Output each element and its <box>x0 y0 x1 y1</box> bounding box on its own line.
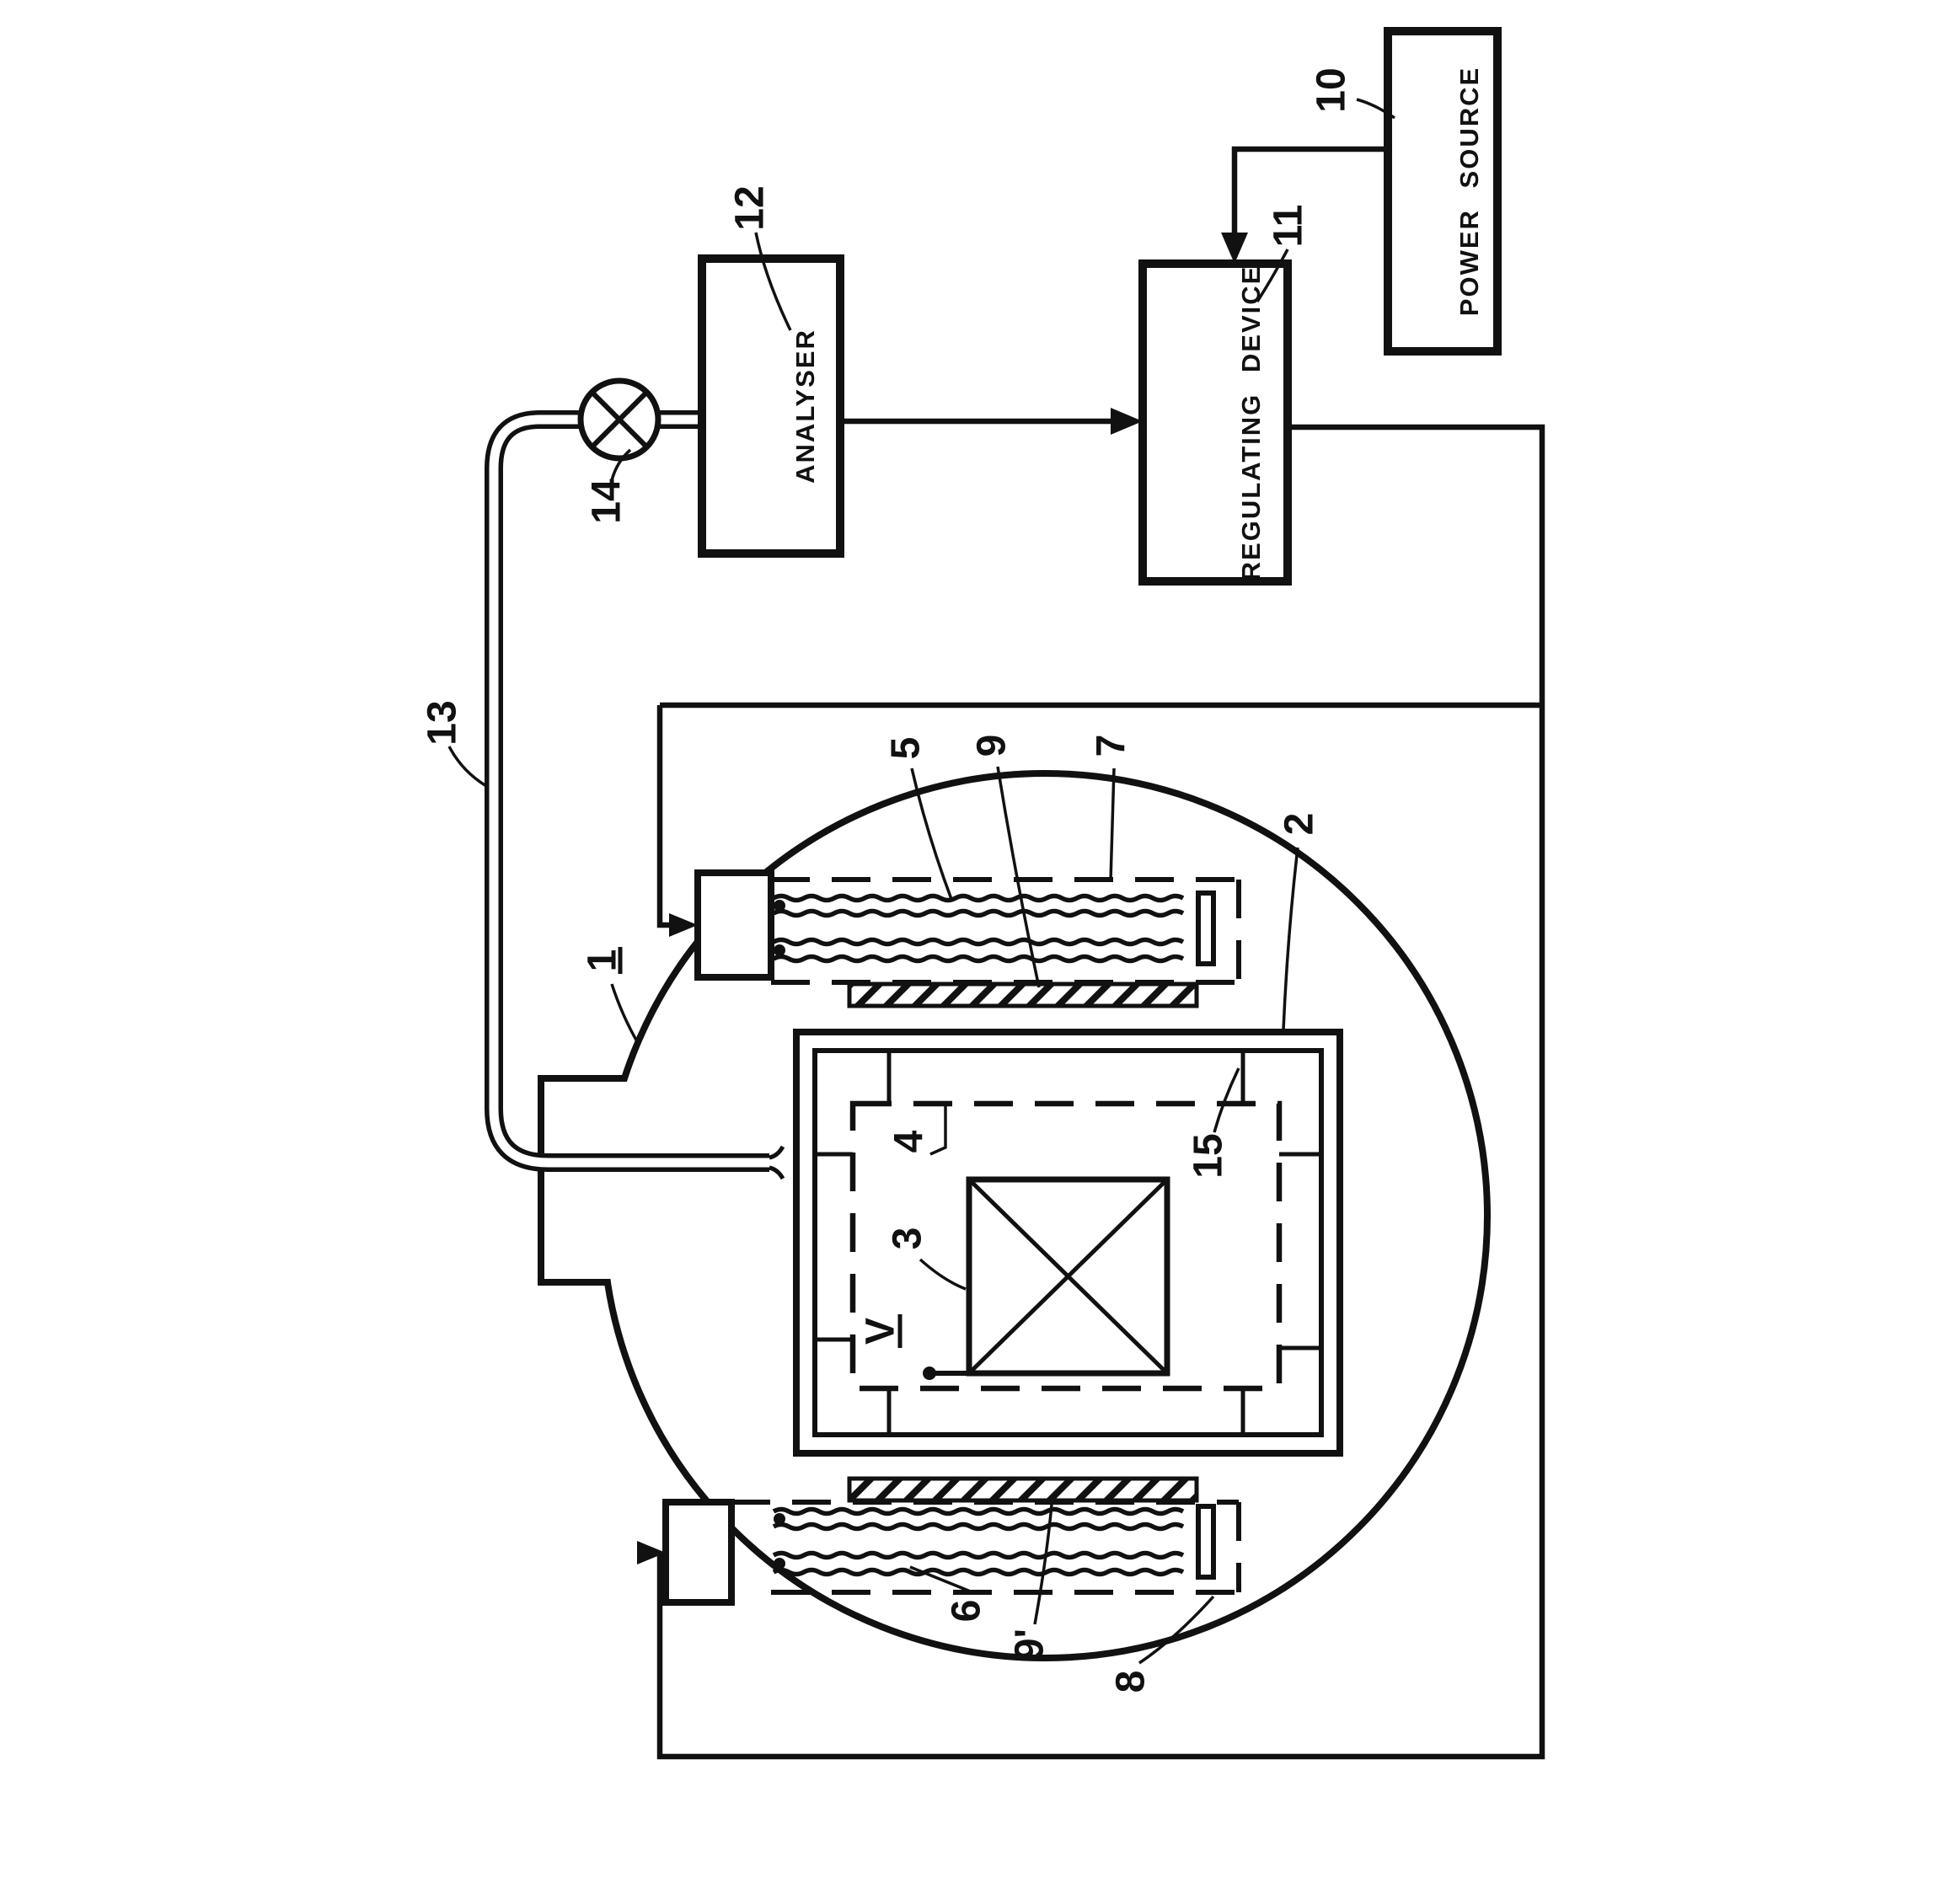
ref-13: 13 <box>420 700 465 745</box>
ref-1: 1 <box>581 949 625 972</box>
leader-6 <box>909 1565 973 1594</box>
ref-12: 12 <box>728 185 773 230</box>
leader-15 <box>1213 1067 1240 1133</box>
arrowhead-into-top-electrode <box>669 913 698 937</box>
leader-8 <box>1138 1595 1215 1665</box>
leader-13 <box>447 746 487 788</box>
rod-end-cap <box>1196 890 1216 966</box>
leader-9 <box>996 766 1041 988</box>
leader-3 <box>919 1258 967 1291</box>
top-electrode-flange <box>694 869 774 981</box>
leader-lines <box>447 98 1395 1665</box>
ref-11: 11 <box>1267 205 1311 248</box>
leader-2 <box>1282 847 1299 1030</box>
leader-11 <box>1256 249 1289 302</box>
wire-main-loop <box>656 424 1545 1760</box>
bottom-electrode-assembly <box>662 1476 1241 1606</box>
leader-14 <box>610 448 632 481</box>
ref-2: 2 <box>1277 813 1322 836</box>
circuit-wiring <box>637 146 1545 1760</box>
rod-terminal-dot <box>774 1513 785 1525</box>
leader-7 <box>1109 767 1116 882</box>
power-source-box: POWER SOURCE <box>1384 27 1502 356</box>
wire-power-to-regulator <box>1231 146 1388 238</box>
dashed-liner <box>849 1100 1283 1392</box>
ref-5: 5 <box>884 737 929 760</box>
arrowhead-into-bottom-electrode <box>637 1541 666 1564</box>
ref-4: 4 <box>887 1130 932 1153</box>
leader-9-prime <box>1033 1504 1053 1625</box>
regulating-device-box: REGULATING DEVICE <box>1138 259 1292 586</box>
ref-9: 9 <box>970 735 1015 757</box>
bottom-threaded-rods <box>774 1504 1216 1580</box>
top-threaded-rods <box>774 890 1216 966</box>
leader-1 <box>610 983 640 1044</box>
ref-7: 7 <box>1090 735 1134 757</box>
leader-5 <box>910 767 954 902</box>
rod-terminal-dot <box>774 1558 785 1570</box>
ref-15: 15 <box>1186 1133 1231 1178</box>
ref-3: 3 <box>886 1227 930 1250</box>
bottom-hatched-bar <box>847 1476 1199 1503</box>
ref-10: 10 <box>1310 67 1354 112</box>
rod-end-cap <box>1196 1504 1216 1580</box>
liner-supports <box>815 1051 1321 1435</box>
leader-12 <box>754 232 792 331</box>
ref-8: 8 <box>1109 1671 1154 1693</box>
pipe <box>485 410 785 1180</box>
top-electrode-assembly <box>694 869 1241 1008</box>
ref-6: 6 <box>945 1600 989 1623</box>
rod-terminal-dot <box>774 944 785 956</box>
leader-10 <box>1356 98 1395 120</box>
load-box <box>923 1176 1170 1380</box>
vessel-inlet-port <box>538 1075 647 1286</box>
bottom-electrode-flange <box>662 1499 735 1606</box>
wire-left-drop <box>656 705 672 928</box>
power-source-label: POWER SOURCE <box>1454 67 1484 316</box>
reference-numerals: 1 2 3 4 5 6 7 8 9 9' 10 11 12 13 14 15 V <box>420 67 1354 1693</box>
ref-14: 14 <box>585 479 629 524</box>
arrowhead-down-into-regulator <box>1221 233 1248 264</box>
top-hatched-bar <box>847 981 1199 1008</box>
leader-4 <box>929 1104 947 1156</box>
inner-container <box>793 1029 1343 1457</box>
ref-9-prime: 9' <box>1008 1629 1052 1661</box>
regulating-device-label: REGULATING DEVICE <box>1236 265 1266 581</box>
ref-v: V <box>859 1318 903 1345</box>
valve-icon <box>577 377 661 462</box>
analyser-box: ANALYSER <box>698 254 844 558</box>
analyser-label: ANALYSER <box>790 329 820 484</box>
rod-terminal-dot <box>774 900 785 912</box>
load-connection-dot <box>923 1366 936 1380</box>
container-inner-wall <box>812 1048 1324 1437</box>
arrowhead-into-regulator <box>1111 408 1143 435</box>
